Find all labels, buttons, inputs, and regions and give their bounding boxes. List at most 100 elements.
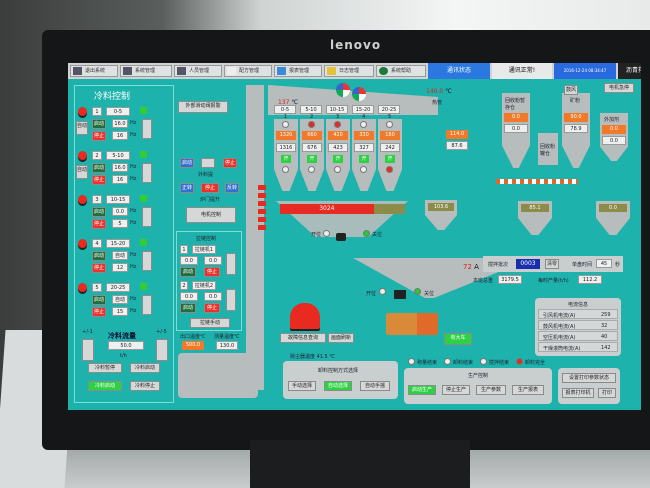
bin-actual: 242 <box>380 143 400 152</box>
mineral-fan-button[interactable]: 鼓风 <box>564 85 578 95</box>
cold-pause-button[interactable]: 冷料暂停 <box>88 363 122 373</box>
production-params-button[interactable]: 生产参数 <box>476 385 506 395</box>
feeder-stepper[interactable] <box>142 163 152 183</box>
chain-start-button[interactable]: 启动 <box>180 267 196 277</box>
elevator-bucket <box>258 185 266 190</box>
fault-query-button[interactable]: 故障信息查询 <box>280 333 326 343</box>
print-button[interactable]: 打印 <box>598 388 616 398</box>
current-unit: A <box>474 263 479 271</box>
feeder-number: 4 <box>92 239 102 248</box>
hmi-screen: 退出系统 系统管理 人员管理 配方管理 报表管理 日志管理 系统帮助 通讯状态 … <box>68 63 641 410</box>
seconds-label: 秒 <box>615 262 621 268</box>
cold-stop-button[interactable]: 冷料停止 <box>130 381 160 391</box>
feeder-stepper[interactable] <box>142 119 152 139</box>
feeder-stop-button[interactable]: 停止 <box>92 263 106 273</box>
current-row: 干燥滚筒电流(A)142 <box>538 342 618 352</box>
status-label: 卸料结束 <box>453 360 474 366</box>
asphalt-weight: 103.6 <box>428 203 454 211</box>
system-manage-button[interactable]: 系统管理 <box>120 65 172 77</box>
reset-button[interactable]: 清零 <box>545 259 559 269</box>
cold-start-button[interactable]: 冷料启动 <box>130 363 160 373</box>
chain-manual-button[interactable]: 拉链手动 <box>190 318 230 328</box>
help-icon <box>379 67 388 75</box>
emergency-stop-button[interactable]: 电机急停 <box>604 83 634 93</box>
chain-stop-button[interactable]: 停止 <box>204 303 220 313</box>
bin-actual: 423 <box>328 143 348 152</box>
production-report-button[interactable]: 生产报表 <box>512 385 544 395</box>
bin-level-indicator <box>334 121 341 128</box>
print-settings-button[interactable]: 设置打印参数状态 <box>562 373 616 383</box>
feeder-setpoint[interactable]: 12 <box>112 263 128 272</box>
chain-value-b[interactable]: 0.0 <box>204 256 222 265</box>
start-production-button[interactable]: 启动生产 <box>408 385 436 395</box>
flow-up-5-button[interactable] <box>156 339 168 361</box>
flow-down-1-button[interactable] <box>82 339 94 361</box>
feeder-stop-button[interactable]: 停止 <box>92 219 106 229</box>
motor-control-button[interactable]: 电机控制 <box>186 207 236 223</box>
feeder-start-button[interactable]: 启动 <box>92 251 106 261</box>
bin-actual: 327 <box>354 143 374 152</box>
user-manage-button[interactable]: 人员管理 <box>174 65 222 77</box>
chain-stop-button[interactable]: 停止 <box>204 267 220 277</box>
reverse-button[interactable]: 反转 <box>225 183 239 193</box>
measured-temp-label: 测量温度℃ <box>214 334 240 340</box>
feeder-auto-button[interactable]: 自动 <box>76 121 88 135</box>
feeder-stop-button[interactable]: 停止 <box>92 307 106 317</box>
additive-label: 外加剂 <box>604 117 620 123</box>
hz-label: Hz <box>130 176 137 182</box>
log-button[interactable]: 日志管理 <box>324 65 374 77</box>
recipe-button[interactable]: 配方管理 <box>224 65 272 77</box>
cycle-time-label: 单盘时间 <box>572 262 593 268</box>
chain-start-button[interactable]: 启动 <box>180 303 196 313</box>
stop-production-button[interactable]: 停止生产 <box>442 385 470 395</box>
help-button[interactable]: 系统帮助 <box>376 65 426 77</box>
bin-setpoint: 420 <box>328 131 348 140</box>
cold-start-all-button[interactable]: 冷料启动 <box>88 381 122 391</box>
feeder-start-button[interactable]: 启动 <box>92 163 106 173</box>
outer-stop-button[interactable]: 停止 <box>223 158 237 168</box>
feeder-stepper[interactable] <box>142 295 152 315</box>
report-printer-button[interactable]: 报表打印机 <box>562 388 594 398</box>
feeder-auto-button[interactable]: 自动 <box>76 165 88 179</box>
feeder-stepper[interactable] <box>142 207 152 227</box>
feeder-setpoint[interactable]: 16 <box>112 175 128 184</box>
refresh-button[interactable]: 画面刷新 <box>328 333 354 343</box>
current-row: 鼓风机电流(A)32 <box>538 320 618 330</box>
recycle-actual: 0.0 <box>504 124 528 133</box>
feeder-setpoint[interactable]: 16 <box>112 131 128 140</box>
report-button[interactable]: 报表管理 <box>274 65 322 77</box>
screw-conveyor <box>496 179 578 184</box>
feeder-stepper[interactable] <box>142 251 152 271</box>
door-stop-button[interactable]: 停止 <box>201 183 219 193</box>
feeder-setpoint[interactable]: 5 <box>112 219 128 228</box>
hz-label: Hz <box>130 308 137 314</box>
chain-value-b[interactable]: 0.0 <box>204 292 222 301</box>
auto-manual-button[interactable]: 自动手摇 <box>360 381 390 391</box>
close-label: 关位 <box>372 232 383 238</box>
auto-select-button[interactable]: 自动选择 <box>324 381 352 391</box>
chain-stepper[interactable] <box>226 289 236 311</box>
feeder-start-button[interactable]: 启动 <box>92 119 106 129</box>
additive-weight: 0.0 <box>599 204 627 212</box>
feeder-start-button[interactable]: 启动 <box>92 207 106 217</box>
outer-start-button[interactable]: 启动 <box>180 158 194 168</box>
mineral-label: 矿粉 <box>570 98 581 104</box>
manual-select-button[interactable]: 手动选择 <box>288 381 316 391</box>
production-title: 生产控制 <box>468 373 489 379</box>
feeder-stop-button[interactable]: 停止 <box>92 175 106 185</box>
alarm-button[interactable]: 外部滑动阀报警 <box>178 101 228 113</box>
flow-unit: t/h <box>120 353 127 359</box>
feeder-stop-button[interactable]: 停止 <box>92 131 106 141</box>
forward-button[interactable]: 正转 <box>180 183 194 193</box>
cycle-time: 45 <box>596 259 612 268</box>
feeder-setpoint[interactable]: 15 <box>112 307 128 316</box>
exit-button[interactable]: 退出系统 <box>70 65 118 77</box>
truck-icon <box>386 313 438 335</box>
outer-neutral[interactable] <box>201 158 215 168</box>
feeder-start-button[interactable]: 启动 <box>92 295 106 305</box>
feeder-status-indicator <box>140 107 147 114</box>
asphalt-temp-value: 140.0 <box>426 88 444 95</box>
chain-stepper[interactable] <box>226 253 236 275</box>
close-indicator <box>363 230 370 237</box>
mixer-open-indicator <box>379 288 386 295</box>
